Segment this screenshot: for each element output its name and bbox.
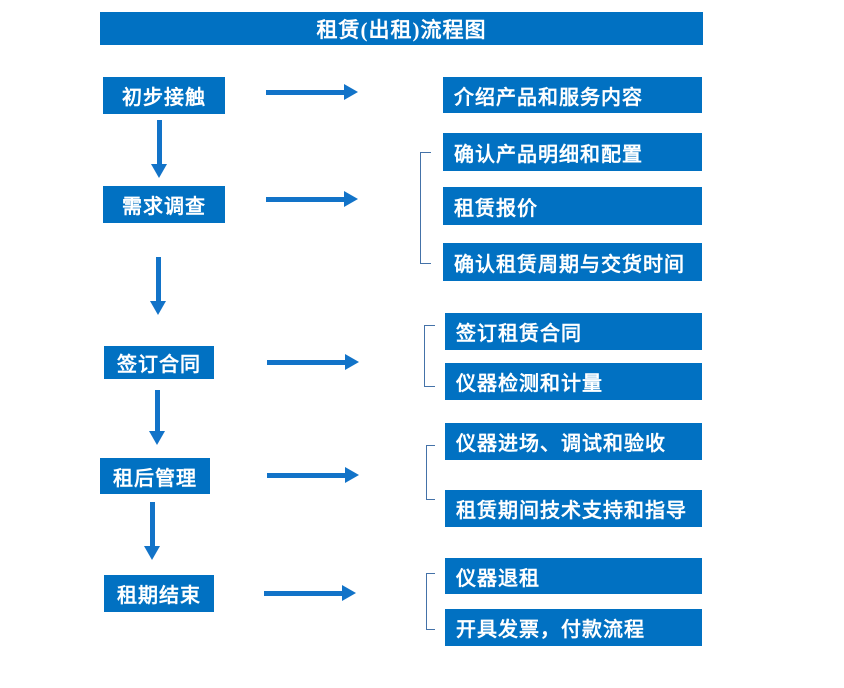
arrow-head (344, 84, 358, 100)
detail-box-confirm-rental-period: 确认租赁周期与交货时间 (443, 243, 702, 281)
arrow-shaft (154, 390, 160, 432)
step-box-sign-contract: 签订合同 (104, 346, 214, 379)
arrow-right-icon (267, 467, 359, 483)
arrow-right-icon (267, 354, 359, 370)
detail-box-confirm-product-details: 确认产品明细和配置 (443, 133, 702, 171)
arrow-shaft (266, 196, 345, 202)
arrow-right-icon (266, 84, 358, 100)
detail-box-instrument-setup-acceptance: 仪器进场、调试和验收 (445, 423, 702, 460)
arrow-shaft (155, 257, 161, 302)
arrow-head (144, 546, 160, 560)
detail-box-introduce-products: 介绍产品和服务内容 (443, 77, 702, 113)
detail-box-invoice-payment: 开具发票，付款流程 (445, 609, 702, 646)
group-bracket-connector (424, 325, 435, 387)
arrow-head (344, 191, 358, 207)
step-box-post-rental-management: 租后管理 (100, 458, 210, 494)
page-title: 租赁(出租)流程图 (316, 17, 487, 42)
step-box-initial-contact: 初步接触 (103, 77, 225, 114)
detail-box-technical-support: 租赁期间技术支持和指导 (445, 490, 702, 527)
arrow-head (345, 354, 359, 370)
detail-box-sign-rental-contract: 签订租赁合同 (445, 313, 702, 350)
arrow-head (342, 585, 356, 601)
arrow-shaft (266, 89, 345, 95)
arrow-head (150, 301, 166, 315)
group-bracket-connector (420, 152, 431, 264)
arrow-shaft (156, 120, 162, 165)
arrow-right-icon (264, 585, 356, 601)
arrow-right-icon (266, 191, 358, 207)
arrow-down-icon (151, 120, 167, 178)
arrow-down-icon (149, 390, 165, 445)
arrow-shaft (267, 472, 346, 478)
arrow-head (149, 431, 165, 445)
step-box-rental-end: 租期结束 (104, 575, 214, 612)
arrow-head (151, 164, 167, 178)
arrow-head (345, 467, 359, 483)
arrow-down-icon (144, 502, 160, 560)
arrow-down-icon (150, 257, 166, 315)
detail-box-rental-quotation: 租赁报价 (443, 187, 702, 225)
step-box-demand-survey: 需求调查 (103, 186, 225, 223)
detail-box-instrument-testing: 仪器检测和计量 (445, 363, 702, 400)
title-bar: 租赁(出租)流程图 (100, 12, 703, 45)
group-bracket-connector (426, 445, 435, 500)
group-bracket-connector (426, 573, 435, 630)
arrow-shaft (267, 359, 346, 365)
arrow-shaft (149, 502, 155, 547)
detail-box-instrument-return: 仪器退租 (445, 558, 702, 594)
arrow-shaft (264, 590, 343, 596)
